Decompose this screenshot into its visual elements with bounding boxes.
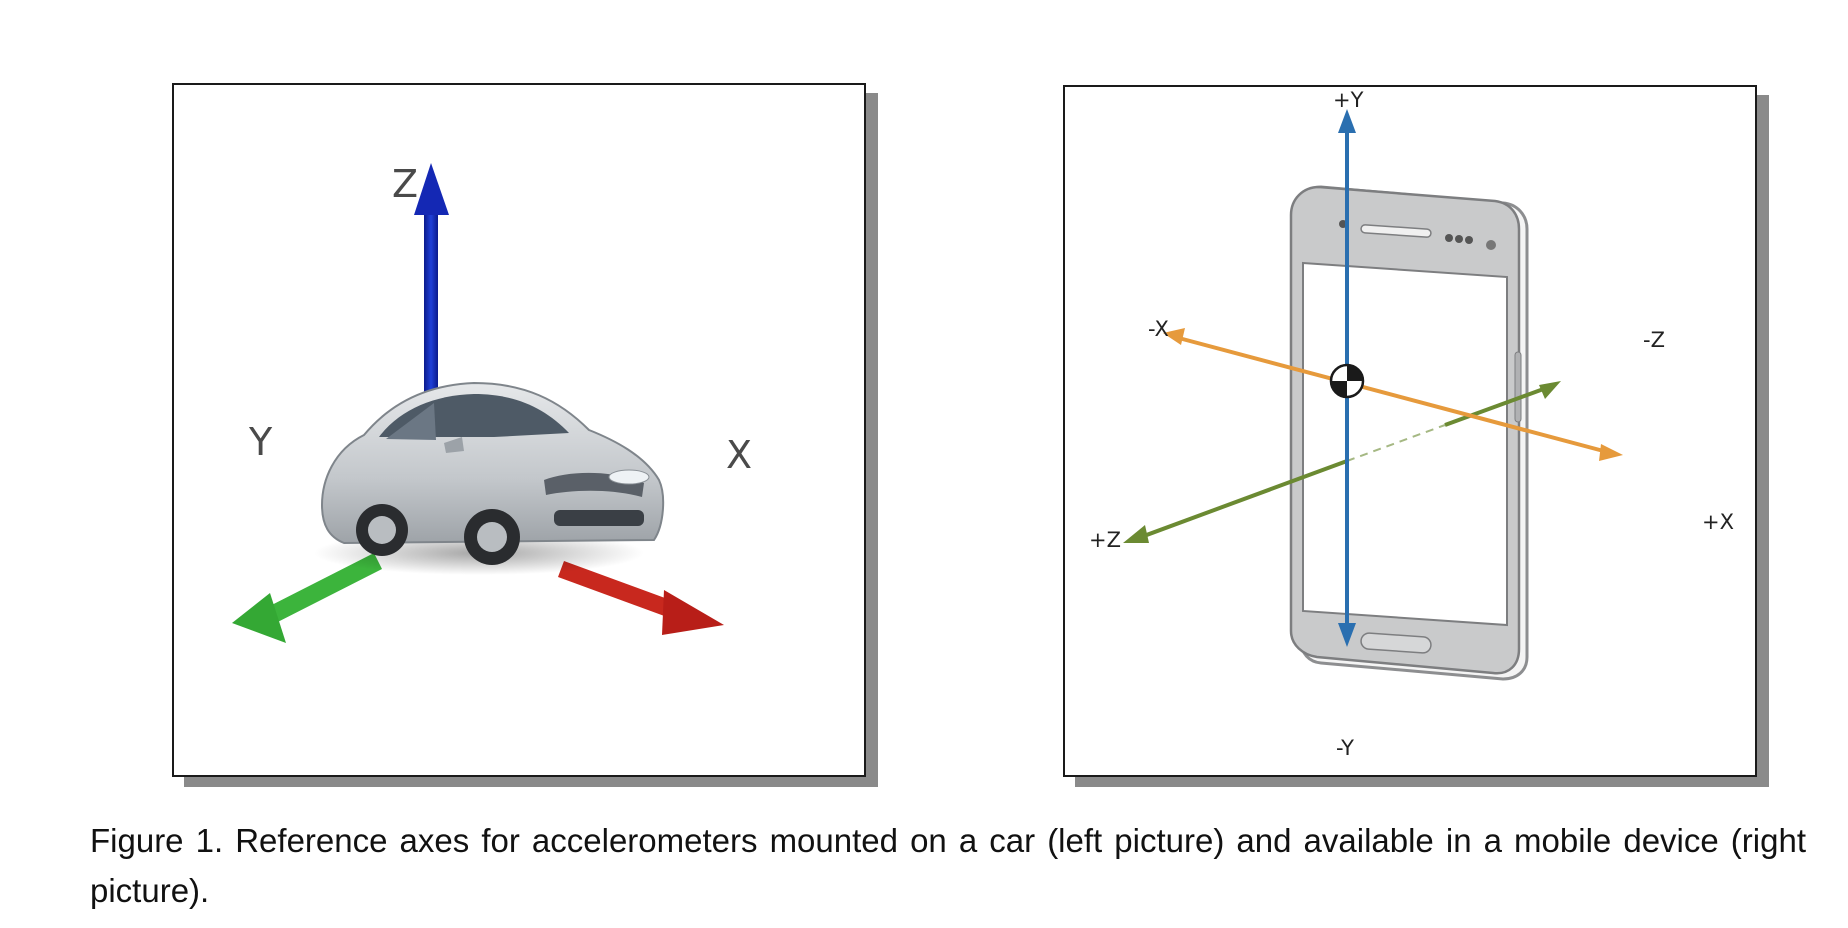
phone-axes-diagram: +Y -Y +X -X +Z -Z [1089, 88, 1734, 760]
y-axis-arrow [232, 553, 382, 643]
neg-x-label: -X [1148, 317, 1169, 341]
phone-axes-figure: +Y -Y +X -X +Z -Z [1063, 85, 1757, 777]
car-icon [314, 381, 665, 575]
z-axis-label: Z [392, 162, 418, 206]
car-axes-figure: Z Y X [172, 83, 866, 777]
origin-marker [1329, 363, 1365, 399]
x-axis-arrow [558, 561, 724, 635]
pos-z-label: +Z [1089, 528, 1121, 552]
neg-y-label: -Y [1336, 736, 1354, 760]
z-axis-arrow [414, 163, 449, 410]
smartphone-icon [1289, 185, 1529, 681]
pos-x-label: +X [1702, 510, 1734, 534]
figure-caption: Figure 1. Reference axes for acceleromet… [90, 822, 1806, 909]
x-axis-label: X [726, 433, 752, 477]
car-axes-diagram: Z Y X [232, 162, 752, 643]
x-axis-arrow [1163, 328, 1623, 461]
pos-y-label: +Y [1333, 88, 1364, 112]
z-axis-arrow [1123, 381, 1561, 543]
y-axis-label: Y [248, 420, 273, 464]
neg-z-label: -Z [1643, 328, 1665, 352]
